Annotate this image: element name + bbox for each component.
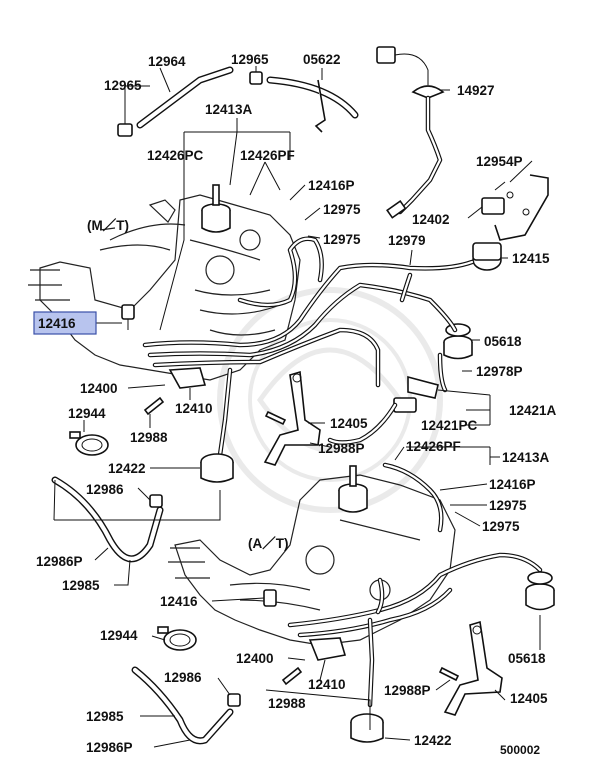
label-12975-d: 12975 <box>482 519 520 534</box>
section-label-automatic: (A／T) <box>248 536 289 551</box>
label-12944-bottom: 12944 <box>100 628 138 643</box>
label-12413A-top: 12413A <box>205 102 253 117</box>
label-12944-top: 12944 <box>68 406 106 421</box>
sensor-12416-bottom <box>263 589 277 607</box>
label-12954P: 12954P <box>476 154 523 169</box>
bracket-12405-top <box>263 370 321 466</box>
label-12988-top: 12988 <box>130 430 168 445</box>
label-12986-bottom: 12986 <box>164 670 202 685</box>
clamp-12965-right <box>249 71 263 85</box>
canister-05618-top <box>443 323 473 360</box>
hose-12986-bottom <box>131 666 241 745</box>
canister-05618-bottom <box>525 571 555 611</box>
label-12988-bottom: 12988 <box>268 696 306 711</box>
wiring-harness-bottom <box>287 462 543 708</box>
label-05618-top: 05618 <box>484 334 522 349</box>
hose-top-right <box>266 76 359 119</box>
bolt-12988-top <box>143 396 165 416</box>
label-12416P-top: 12416P <box>308 178 355 193</box>
bolt-12988P-top <box>264 410 287 426</box>
label-12986P-top: 12986P <box>36 554 83 569</box>
label-12426PC: 12426PC <box>147 148 204 163</box>
upper-engine-block <box>28 194 301 381</box>
leader-lines <box>53 66 541 748</box>
oxygen-sensor-14927 <box>376 46 445 219</box>
bracket-12410-top <box>168 367 207 389</box>
label-14927: 14927 <box>457 83 495 98</box>
bracket-12410-bottom <box>308 637 347 661</box>
label-12422-bottom: 12422 <box>414 733 452 748</box>
label-12979: 12979 <box>388 233 426 248</box>
label-12400-top: 12400 <box>80 381 118 396</box>
label-12426PF-bottom: 12426PF <box>406 439 461 454</box>
vacuum-actuator-12422-bottom <box>350 713 384 743</box>
label-12988P-bottom: 12988P <box>384 683 431 698</box>
label-12426PF-top: 12426PF <box>240 148 295 163</box>
solenoid-12402 <box>481 181 506 215</box>
vacuum-actuator-12422-top <box>200 453 234 483</box>
label-12400-bottom: 12400 <box>236 651 274 666</box>
bracket-12954P <box>494 174 549 241</box>
label-12985-top: 12985 <box>62 578 100 593</box>
connector-12421 <box>393 375 439 413</box>
label-12410-top: 12410 <box>175 401 213 416</box>
label-12965-left: 12965 <box>104 78 142 93</box>
hose-12964 <box>136 66 234 129</box>
label-12410-bottom: 12410 <box>308 677 346 692</box>
valve-12415 <box>472 242 502 271</box>
label-05622: 05622 <box>303 52 341 67</box>
hose-12986-top <box>51 476 164 563</box>
label-12415: 12415 <box>512 251 550 266</box>
label-12985-bottom: 12985 <box>86 709 124 724</box>
label-12965-right: 12965 <box>231 52 269 67</box>
label-12964: 12964 <box>148 54 186 69</box>
figure-number: 500002 <box>500 743 540 757</box>
label-12421PC: 12421PC <box>421 418 478 433</box>
throttle-body-bottom <box>338 465 368 513</box>
label-12421A: 12421A <box>509 403 557 418</box>
label-12978P: 12978P <box>476 364 523 379</box>
section-label-manual: (M／T) <box>87 218 129 233</box>
label-12988P-top: 12988P <box>318 441 365 456</box>
lower-engine-block <box>168 474 456 646</box>
clamp-12944-top <box>69 431 109 456</box>
label-12422-top: 12422 <box>108 461 146 476</box>
label-12416-bottom: 12416 <box>160 594 198 609</box>
label-12416-highlighted[interactable]: 12416 <box>38 316 76 331</box>
wiring-harness-top <box>142 236 475 458</box>
label-12975-a: 12975 <box>323 202 361 217</box>
label-12416P-bottom: 12416P <box>489 477 536 492</box>
highlight-box-12416 <box>33 311 97 335</box>
label-12986P-bottom: 12986P <box>86 740 133 755</box>
bracket-12405-bottom <box>443 620 503 716</box>
label-12405-top: 12405 <box>330 416 368 431</box>
bolt-12988P-bottom <box>438 666 460 682</box>
throttle-body-top <box>201 184 231 233</box>
label-12413A-bottom: 12413A <box>502 450 550 465</box>
bracket-05622 <box>314 79 326 133</box>
label-12986-top: 12986 <box>86 482 124 497</box>
label-05618-bottom: 05618 <box>508 651 546 666</box>
label-12975-b: 12975 <box>323 232 361 247</box>
clamp-12965-left <box>117 123 133 137</box>
clamp-12944-bottom <box>157 626 197 651</box>
label-12975-c: 12975 <box>489 498 527 513</box>
label-12402: 12402 <box>412 212 450 227</box>
sensor-12416-top <box>121 304 135 330</box>
label-12405-bottom: 12405 <box>510 691 548 706</box>
part-labels: 12964 12965 12965 05622 14927 12413A 124… <box>33 52 557 757</box>
bolt-12988-bottom <box>281 666 303 686</box>
